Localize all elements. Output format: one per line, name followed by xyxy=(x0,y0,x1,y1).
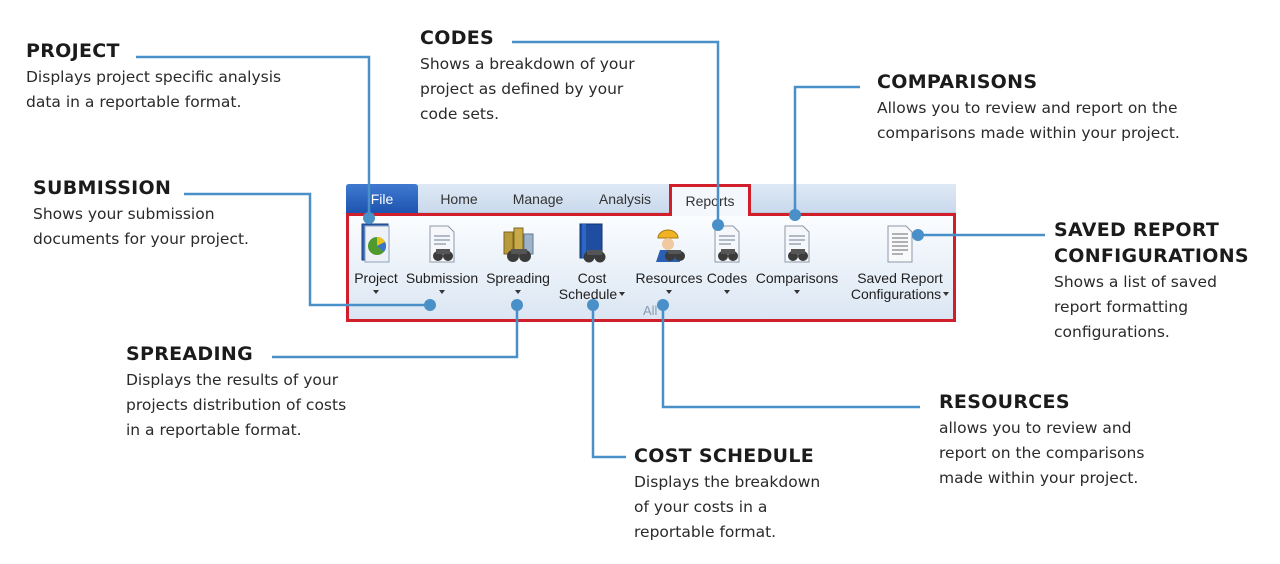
callout-comparisons: COMPARISONS Allows you to review and rep… xyxy=(877,69,1180,146)
callout-submission: SUBMISSION Shows your submission documen… xyxy=(33,175,249,252)
callout-desc: Displays the breakdown of your costs in … xyxy=(634,473,821,541)
chevron-down-icon xyxy=(794,290,800,294)
document-binoculars-icon xyxy=(429,225,455,263)
tab-reports[interactable]: Reports xyxy=(669,184,751,216)
chevron-down-icon xyxy=(619,292,626,297)
document-binoculars-icon xyxy=(784,225,810,263)
report-chart-icon xyxy=(361,223,390,263)
book-binoculars-icon xyxy=(579,223,606,263)
project-label: Project xyxy=(354,270,398,286)
submission-label: Submission xyxy=(405,270,479,286)
callout-title: PROJECT xyxy=(26,40,120,62)
chevron-down-icon xyxy=(373,290,379,294)
callout-desc: Shows a list of saved report formatting … xyxy=(1054,273,1217,341)
cost-schedule-button[interactable]: Cost Schedule xyxy=(555,220,629,302)
comparisons-button[interactable]: Comparisons xyxy=(752,220,842,294)
callout-saved-report-configurations: SAVED REPORT CONFIGURATIONS Shows a list… xyxy=(1054,217,1249,345)
chevron-down-icon xyxy=(515,290,521,294)
tab-home[interactable]: Home xyxy=(440,191,478,207)
spreading-button[interactable]: Spreading xyxy=(483,220,553,294)
text-document-icon xyxy=(887,225,913,263)
chevron-down-icon xyxy=(666,290,672,294)
callout-cost-schedule: COST SCHEDULE Displays the breakdown of … xyxy=(634,443,820,545)
callout-desc: Allows you to review and report on the c… xyxy=(877,99,1180,142)
worker-binoculars-icon xyxy=(656,229,685,262)
callout-desc: Displays project specific analysis data … xyxy=(26,68,282,111)
callout-codes: CODES Shows a breakdown of your project … xyxy=(420,25,635,127)
callout-resources: RESOURCES allows you to review and repor… xyxy=(939,389,1144,491)
coins-binoculars-icon xyxy=(503,227,534,262)
ribbon-tab-bar: File Home Manage Analysis Reports xyxy=(346,184,956,216)
callout-desc: Shows a breakdown of your project as def… xyxy=(420,55,635,123)
callout-title: CODES xyxy=(420,27,495,49)
callout-title: SPREADING xyxy=(126,343,253,365)
project-button[interactable]: Project xyxy=(351,220,401,294)
leader-cost-schedule xyxy=(587,299,626,459)
tab-analysis[interactable]: Analysis xyxy=(598,191,652,207)
chevron-down-icon xyxy=(943,292,950,297)
saved-report-label-line1: Saved Report xyxy=(857,270,943,286)
saved-report-label: Saved Report Configurations xyxy=(846,270,954,302)
chevron-down-icon xyxy=(439,290,445,294)
callout-title: SUBMISSION xyxy=(33,177,172,199)
saved-report-configurations-button[interactable]: Saved Report Configurations xyxy=(846,220,954,302)
reports-panel: Project Submission xyxy=(346,213,956,322)
cost-schedule-label-line1: Cost xyxy=(577,270,607,286)
callout-project: PROJECT Displays project specific analys… xyxy=(26,38,281,115)
callout-title: COMPARISONS xyxy=(877,71,1038,93)
document-binoculars-icon xyxy=(714,225,740,263)
codes-button[interactable]: Codes xyxy=(705,220,749,294)
resources-label: Resources xyxy=(635,270,703,286)
submission-button[interactable]: Submission xyxy=(403,220,481,294)
callout-desc: Shows your submission documents for your… xyxy=(33,205,249,248)
cost-schedule-label: Cost Schedule xyxy=(555,270,629,302)
callout-title: SAVED REPORT CONFIGURATIONS xyxy=(1054,219,1249,267)
codes-label: Codes xyxy=(706,270,748,286)
callout-title: RESOURCES xyxy=(939,391,1070,413)
tab-file[interactable]: File xyxy=(346,184,418,213)
group-label-all: All xyxy=(643,303,658,318)
callout-spreading: SPREADING Displays the results of your p… xyxy=(126,341,346,443)
saved-report-label-line2: Configurations xyxy=(850,286,942,302)
callout-desc: Displays the results of your projects di… xyxy=(126,371,347,439)
cost-schedule-label-line2: Schedule xyxy=(558,286,618,302)
tab-manage[interactable]: Manage xyxy=(512,191,564,207)
chevron-down-icon xyxy=(724,290,730,294)
callout-title: COST SCHEDULE xyxy=(634,445,815,467)
callout-desc: allows you to review and report on the c… xyxy=(939,419,1145,487)
reports-ribbon: File Home Manage Analysis Reports Projec… xyxy=(346,184,956,322)
resources-button[interactable]: Resources xyxy=(633,220,705,294)
comparisons-label: Comparisons xyxy=(755,270,839,286)
spreading-label: Spreading xyxy=(486,270,550,286)
